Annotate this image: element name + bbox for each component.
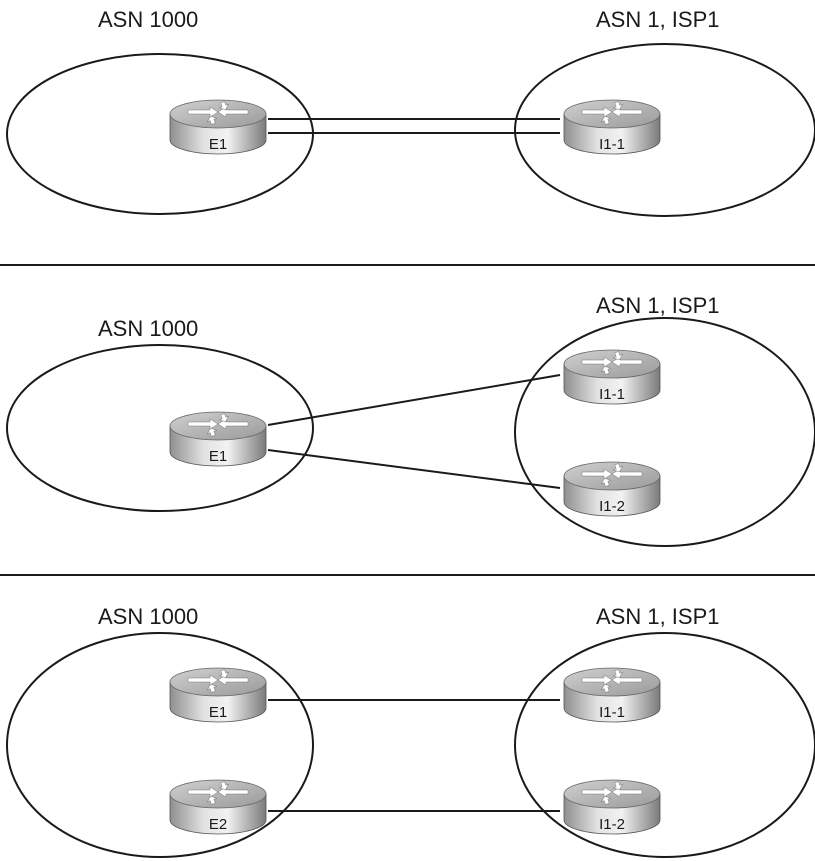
as-label-right: ASN 1, ISP1 bbox=[596, 7, 720, 32]
router-label: I1-2 bbox=[599, 816, 625, 833]
router-label: E2 bbox=[209, 816, 227, 833]
router-label: I1-1 bbox=[599, 386, 625, 403]
as-boundary-right bbox=[514, 317, 815, 547]
panel-3: ASN 1000 ASN 1, ISP1 E1 E2 I1-1 I1-2 bbox=[6, 604, 815, 858]
as-label-left: ASN 1000 bbox=[98, 316, 198, 341]
router-label: E1 bbox=[209, 448, 227, 465]
as-label-left: ASN 1000 bbox=[98, 604, 198, 629]
panel-1: ASN 1000 ASN 1, ISP1 E1 I1-1 bbox=[6, 7, 815, 217]
router-label: E1 bbox=[209, 136, 227, 153]
as-label-right: ASN 1, ISP1 bbox=[596, 293, 720, 318]
as-boundary-right bbox=[514, 43, 815, 217]
as-boundary-left bbox=[6, 632, 314, 858]
router-label: I1-1 bbox=[599, 136, 625, 153]
panel-2: ASN 1000 ASN 1, ISP1 E1 I1-1 I1-2 bbox=[6, 293, 815, 547]
router-label: E1 bbox=[209, 704, 227, 721]
as-boundary-right bbox=[514, 632, 815, 858]
as-boundary-left bbox=[6, 53, 314, 215]
as-label-right: ASN 1, ISP1 bbox=[596, 604, 720, 629]
as-label-left: ASN 1000 bbox=[98, 7, 198, 32]
as-boundary-left bbox=[6, 344, 314, 512]
router-label: I1-2 bbox=[599, 498, 625, 515]
router-label: I1-1 bbox=[599, 704, 625, 721]
link-e1-i1-1 bbox=[267, 374, 561, 426]
link-e1-i1-2 bbox=[267, 449, 561, 489]
